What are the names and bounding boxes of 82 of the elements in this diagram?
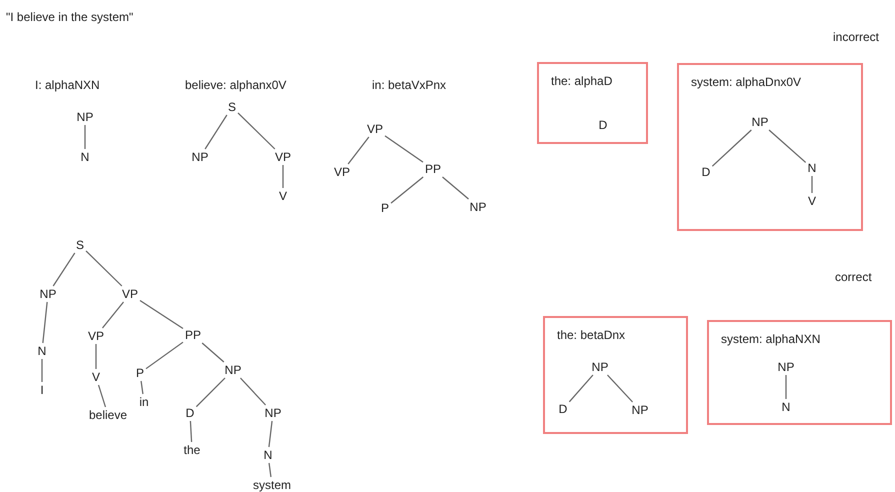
tree-branch [190,420,192,442]
tree-label: N [264,448,272,462]
tree-branch [768,130,806,163]
tree-branch [98,384,106,408]
tree-label: NP [76,110,94,124]
tree-branch [84,125,86,149]
tree-label: system [253,478,291,492]
tree-label: VP [122,287,138,301]
tree-branch [238,112,276,150]
tree-panel [537,62,648,144]
tree-label: NP [592,360,608,374]
tree-label: PP [425,162,441,176]
tree-branch [202,342,224,362]
tree-panel [707,320,892,425]
tree-label: V [808,194,816,208]
tree-branch [712,130,752,167]
tree-label: S [76,238,84,252]
tree-branch [196,378,226,408]
tree-label: NP [40,287,56,301]
tree-branch [102,302,124,328]
panel-heading: the: alphaD [551,74,612,88]
tree-branch [785,375,787,399]
tree-label: VP [88,329,104,343]
tree-label: P [136,366,144,380]
tree-label: VP [334,165,350,179]
tree-branch [140,380,144,394]
tree-branch [607,374,633,402]
tree-branch [41,359,43,382]
tree-label: N [782,400,790,414]
tree-label: S [228,100,236,114]
tree-label: P [381,201,389,215]
tree-label: PP [185,328,201,342]
tree-branch [140,300,184,329]
title-text: "I believe in the system" [6,10,134,24]
tree-branch [442,176,469,200]
tree-branch [348,136,370,164]
tree-label: N [80,150,90,164]
tree-label: VP [367,122,383,136]
panel-heading: the: betaDnx [557,328,626,342]
tree-label: in [139,395,149,409]
tree-branch [42,302,48,344]
tree-label: VP [275,150,291,164]
tree-panel [677,63,863,231]
annotation-text: in: betaVxPnx [372,78,446,92]
tree-branch [811,176,813,193]
tree-branch [268,462,272,478]
tree-label: NP [778,360,794,374]
tree-label: NP [752,115,768,129]
tree-label: N [38,344,46,358]
tree-branch [146,342,184,370]
tree-label: V [92,370,100,384]
tree-branch [282,165,284,188]
tree-label: NP [264,406,282,420]
tree-branch [240,378,266,406]
tree-branch [568,374,594,402]
tree-label: NP [632,403,648,417]
tree-label: I [40,383,44,397]
tree-label: D [702,165,710,179]
annotation-text: I: alphaNXN [35,78,100,92]
annotation-text: incorrect [833,30,880,44]
tree-branch [52,252,76,286]
tree-branch [204,114,228,150]
panel-heading: system: alphaDnx0V [691,75,802,89]
annotation-text: correct [835,270,872,284]
tree-label: NP [192,150,208,164]
tree-label: the [184,443,200,457]
tree-panel [543,316,688,434]
tree-branch [268,420,273,448]
tree-label: believe [88,408,128,422]
tree-branch [86,250,122,286]
tree-branch [384,135,424,163]
annotation-text: believe: alphanx0V [185,78,286,92]
tree-branch [95,344,97,369]
panel-heading: system: alphaNXN [721,332,820,346]
tree-branch [390,176,424,204]
tree-label: NP [470,200,486,214]
tree-label: D [186,406,194,420]
tree-label: V [279,189,287,203]
tree-label: D [598,118,608,132]
tree-label: NP [224,363,242,377]
tree-label: D [558,402,568,416]
tree-label: N [808,161,816,175]
